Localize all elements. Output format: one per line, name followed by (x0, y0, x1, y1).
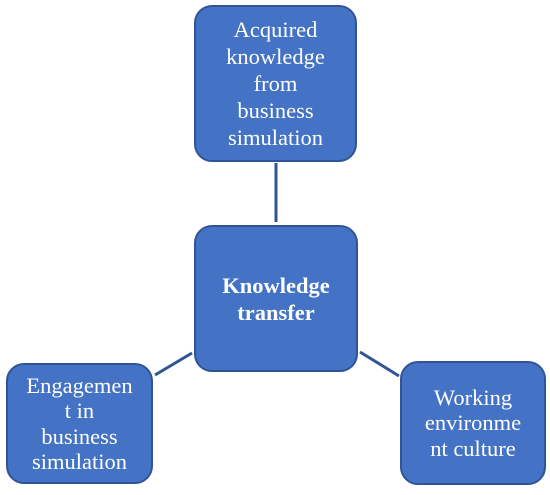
node-text-line: environme (424, 410, 522, 436)
node-text-line: from (253, 71, 298, 96)
node-text-line: Knowledge (222, 272, 330, 298)
node-text-line: Engagemen (26, 372, 133, 398)
node-working-environment: Working environme nt culture (400, 361, 546, 485)
node-text-line: knowledge (226, 44, 325, 69)
node-text-line: Acquired (233, 17, 318, 42)
node-acquired-knowledge: Acquired knowledge from business simulat… (194, 5, 357, 162)
node-text-line: simulation (228, 125, 323, 150)
node-text-line: simulation (32, 449, 127, 474)
node-text-line: nt culture (430, 435, 516, 461)
node-engagement: Engagemen t in business simulation (6, 363, 153, 484)
node-text-line: Working (433, 384, 513, 410)
connector-center-to-right (359, 350, 400, 378)
node-text-line: transfer (237, 299, 315, 325)
node-knowledge-transfer: Knowledge transfer (194, 225, 358, 372)
node-text-line: business (41, 423, 118, 449)
node-text-line: t in (64, 398, 95, 423)
connector-center-to-left (154, 351, 193, 377)
node-text-line: business (237, 98, 314, 123)
